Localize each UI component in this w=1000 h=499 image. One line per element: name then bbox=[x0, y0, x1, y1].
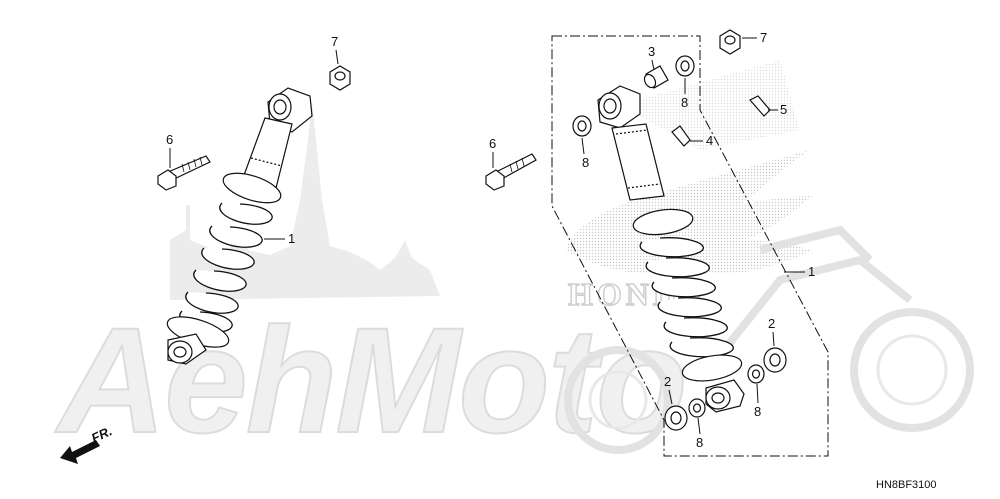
right-shock-assembly bbox=[597, 85, 745, 413]
callout-8-right: 8 bbox=[754, 404, 761, 419]
callout-6-right: 6 bbox=[489, 136, 496, 151]
right-small-parts bbox=[485, 29, 787, 431]
dust-seal-right bbox=[763, 347, 787, 373]
bushing-top bbox=[675, 55, 695, 77]
watermark-skyline bbox=[170, 100, 440, 300]
callout-8-lower: 8 bbox=[696, 435, 703, 450]
callout-7-right: 7 bbox=[760, 30, 767, 45]
callout-8-top: 8 bbox=[681, 95, 688, 110]
callout-1-left: 1 bbox=[288, 231, 295, 246]
right-callouts: 3 8 7 5 4 8 6 1 2 8 2 8 bbox=[489, 30, 815, 450]
left-lower-eye bbox=[167, 333, 207, 365]
callout-3: 3 bbox=[648, 44, 655, 59]
front-arrow-icon bbox=[60, 440, 100, 464]
callout-4: 4 bbox=[706, 133, 713, 148]
callout-6-left: 6 bbox=[166, 132, 173, 147]
right-upper-eye bbox=[597, 85, 641, 129]
watermark-honda-wing bbox=[565, 150, 812, 274]
right-nut bbox=[719, 29, 741, 55]
callout-7-left: 7 bbox=[331, 34, 338, 49]
right-bolt bbox=[485, 153, 537, 191]
left-callouts: 7 6 1 bbox=[166, 34, 339, 246]
callout-8-left: 8 bbox=[582, 155, 589, 170]
callout-2-right: 2 bbox=[768, 316, 775, 331]
watermark-motorcycle bbox=[564, 225, 974, 454]
right-assembly-frame bbox=[551, 35, 829, 457]
diagram-code: HN8BF3100 bbox=[876, 479, 937, 491]
bushing-left bbox=[572, 115, 592, 137]
left-coil-spring bbox=[179, 202, 273, 333]
bushing-lower bbox=[688, 398, 706, 418]
bushing-right bbox=[747, 364, 765, 384]
right-lower-eye bbox=[705, 379, 745, 413]
callout-5: 5 bbox=[780, 102, 787, 117]
callout-1-right: 1 bbox=[808, 264, 815, 279]
left-nut bbox=[329, 65, 351, 91]
collar bbox=[643, 65, 669, 89]
right-coil-spring bbox=[639, 237, 734, 358]
watermark: HONDA AehMoto bbox=[53, 60, 974, 465]
left-bolt bbox=[157, 155, 211, 191]
left-shock-assembly bbox=[166, 87, 313, 365]
callout-2-left: 2 bbox=[664, 374, 671, 389]
clip-4 bbox=[671, 125, 691, 147]
dust-seal-left bbox=[664, 405, 688, 431]
